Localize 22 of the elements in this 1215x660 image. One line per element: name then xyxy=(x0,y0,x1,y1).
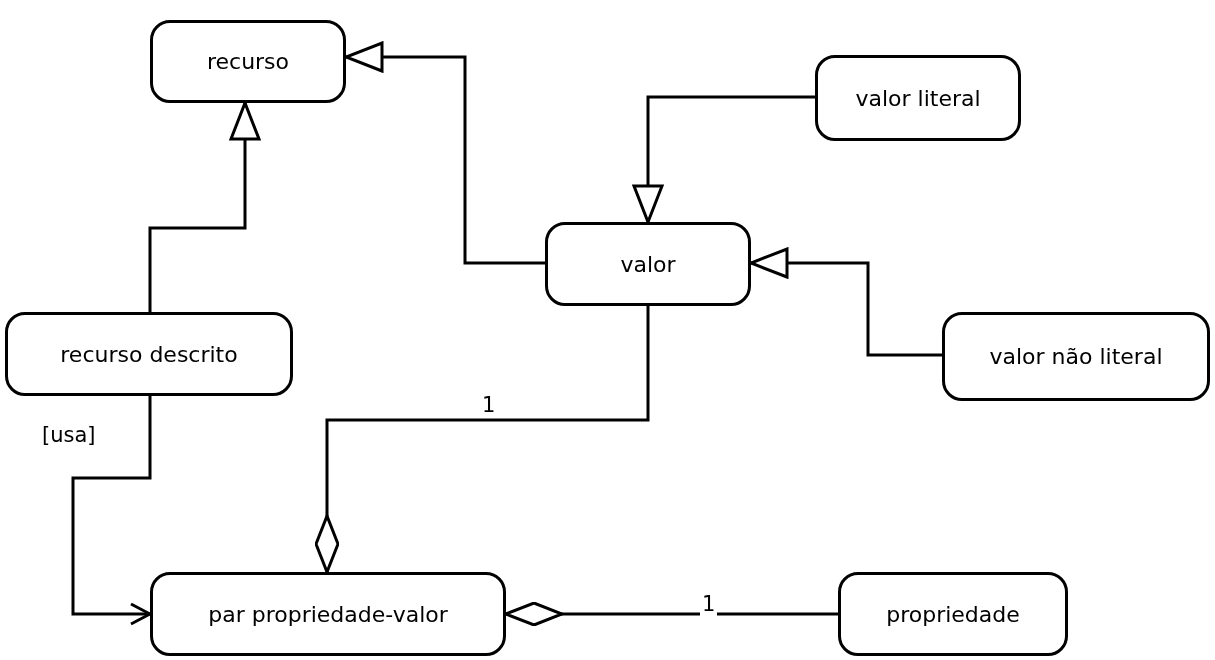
connector-line xyxy=(314,306,650,574)
rounded-box xyxy=(838,572,1068,656)
connector-line xyxy=(148,101,261,312)
node-label: recurso descrito xyxy=(60,341,238,367)
edge-label: 1 xyxy=(700,593,718,617)
node-label: valor literal xyxy=(855,85,981,111)
rounded-box xyxy=(150,572,506,656)
connector-line xyxy=(504,601,838,627)
connector-line xyxy=(344,41,545,265)
connector-line xyxy=(749,247,942,357)
node-label: par propriedade-valor xyxy=(208,601,448,627)
rounded-box xyxy=(942,312,1210,401)
connector-line xyxy=(71,396,152,626)
rounded-box xyxy=(545,222,751,306)
rounded-box xyxy=(150,20,346,103)
node-label: propriedade xyxy=(886,601,1020,627)
rounded-box xyxy=(815,55,1021,141)
node-label: valor não literal xyxy=(989,344,1163,369)
node-label: valor xyxy=(620,251,676,277)
node-label: recurso xyxy=(206,49,290,74)
connector-line xyxy=(632,95,815,224)
rounded-box xyxy=(5,312,293,396)
